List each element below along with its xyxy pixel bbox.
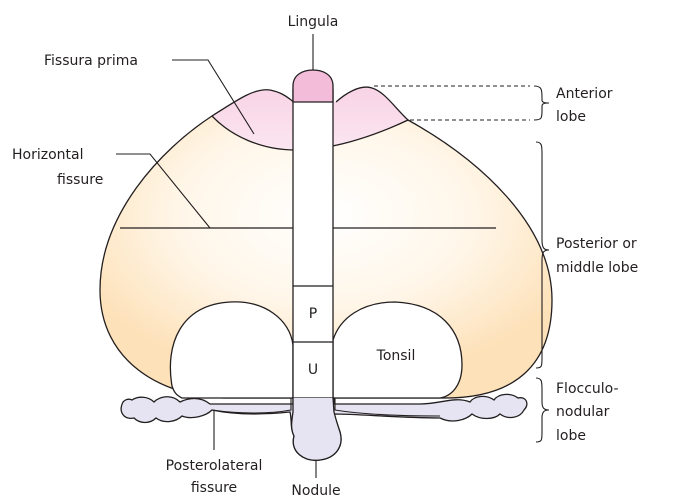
label-pyramid: P bbox=[309, 306, 317, 322]
label-fissura-prima: Fissura prima bbox=[44, 53, 138, 69]
label-posterolateral-1: Posterolateral bbox=[166, 458, 263, 474]
label-tonsil: Tonsil bbox=[376, 348, 416, 364]
nodule bbox=[292, 398, 341, 460]
label-anterior-lobe-2: lobe bbox=[556, 109, 586, 125]
label-posterior-lobe-2: middle lobe bbox=[556, 260, 638, 276]
label-anterior-lobe-1: Anterior bbox=[556, 86, 613, 102]
brace-anterior-lobe bbox=[534, 86, 549, 120]
brace-flocculonodular-lobe bbox=[536, 378, 549, 442]
vermis-column bbox=[293, 90, 333, 398]
label-lingula: Lingula bbox=[288, 14, 339, 30]
label-nodule: Nodule bbox=[291, 483, 340, 499]
label-flocculonodular-3: lobe bbox=[556, 428, 586, 444]
label-horizontal-fissure-2: fissure bbox=[57, 172, 103, 188]
label-flocculonodular-1: Flocculo- bbox=[556, 381, 619, 397]
label-flocculonodular-2: nodular bbox=[556, 404, 610, 420]
label-posterior-lobe-1: Posterior or bbox=[556, 236, 637, 252]
label-horizontal-fissure-1: Horizontal bbox=[12, 147, 83, 163]
label-posterolateral-2: fissure bbox=[191, 480, 237, 496]
label-uvula: U bbox=[308, 362, 318, 378]
lingula bbox=[293, 70, 333, 102]
